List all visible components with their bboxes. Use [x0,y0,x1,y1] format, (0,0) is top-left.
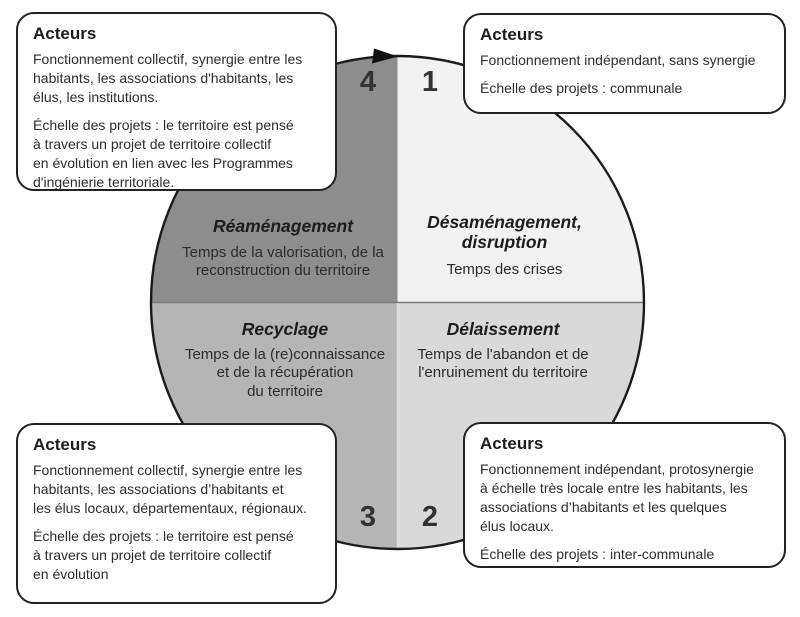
quadrant-3-title: Recyclage [241,319,329,339]
callout-top-left: Acteurs Fonctionnement collectif, synerg… [16,12,337,191]
callout-bottom-right: Acteurs Fonctionnement indépendant, prot… [463,422,786,568]
callout-scale-text: Échelle des projets : communale [480,80,683,97]
callout-heading: Acteurs [480,25,544,44]
callout-scale-text: Échelle des projets : le territoire est … [33,528,294,583]
quadrant-2-number: 2 [421,501,439,533]
quadrant-4-title: Réaménagement [212,216,354,236]
callout-heading: Acteurs [480,434,544,453]
quadrant-3-subtitle: Temps de la (re)connaissance et de la ré… [184,346,386,400]
callout-functioning-text: Fonctionnement indépendant, sans synergi… [480,52,756,68]
quadrant-1-number: 1 [421,66,439,98]
callout-top-right: Acteurs Fonctionnement indépendant, sans… [463,13,786,114]
callout-scale-text: Échelle des projets : inter-communale [480,546,715,563]
quadrant-1-wedge [397,56,644,303]
quadrant-4-number: 4 [359,66,377,98]
quadrant-2-subtitle: Temps de l'abandon et de l'enruinement d… [417,346,589,382]
callout-heading: Acteurs [33,435,97,454]
clockwise-arrow-icon [372,48,398,64]
callout-heading: Acteurs [33,24,97,43]
quadrant-1-title: Désaménagement, disruption [427,212,582,253]
callout-scale-text: Échelle des projets : le territoire est … [33,117,294,191]
callout-functioning-text: Fonctionnement indépendant, protosynergi… [480,461,754,535]
cycle-circle-outline [149,54,646,551]
quadrant-2-title: Délaissement [446,319,560,339]
quadrant-3-number: 3 [359,501,377,533]
quadrant-1-subtitle: Temps des crises [446,261,563,278]
callout-bottom-left: Acteurs Fonctionnement collectif, synerg… [16,423,337,604]
callout-functioning-text: Fonctionnement collectif, synergie entre… [33,51,303,106]
callout-functioning-text: Fonctionnement collectif, synergie entre… [33,462,307,517]
quadrant-4-subtitle: Temps de la valorisation, de la reconstr… [182,244,384,280]
